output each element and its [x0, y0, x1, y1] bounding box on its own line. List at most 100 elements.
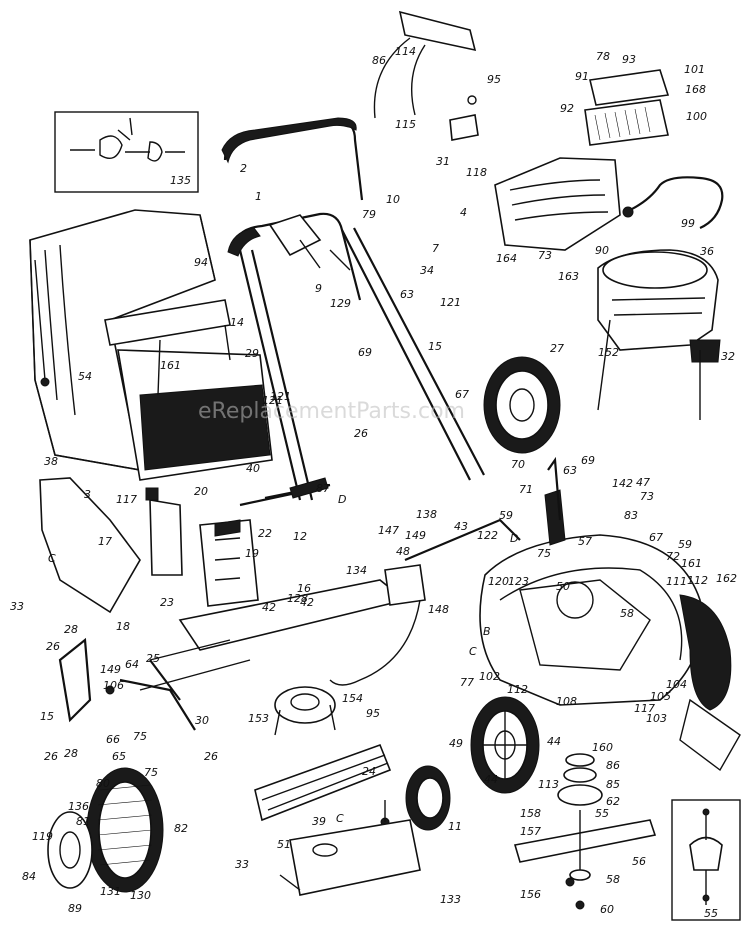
- callout-106: 106: [103, 679, 124, 692]
- callout-56: 56: [632, 855, 646, 868]
- throttle-cable: [329, 599, 421, 686]
- front-axle: [139, 518, 521, 691]
- callout-121: 121: [262, 394, 283, 407]
- callout-63: 63: [563, 464, 577, 477]
- callout-24: 24: [362, 765, 376, 778]
- inset-box-135: [54, 111, 199, 193]
- callout-26: 26: [354, 427, 368, 440]
- callout-11: 11: [448, 820, 462, 833]
- callout-20: 20: [194, 485, 208, 498]
- callout-117: 117: [116, 493, 137, 506]
- callout-75: 75: [144, 766, 158, 779]
- callout-16: 16: [297, 582, 311, 595]
- callout-47: 47: [636, 476, 650, 489]
- callout-69: 69: [358, 346, 372, 359]
- callout-67: 67: [649, 531, 663, 544]
- callout-112: 112: [687, 574, 708, 587]
- callout-48: 48: [396, 545, 410, 558]
- handle: [221, 117, 485, 501]
- callout-111: 111: [666, 575, 687, 588]
- front-wheel-left: [47, 767, 164, 893]
- callout-85: 85: [606, 778, 620, 791]
- callout-73: 73: [538, 249, 552, 262]
- callout-117: 117: [634, 702, 655, 715]
- callout-9: 9: [315, 282, 322, 295]
- callout-118: 118: [466, 166, 487, 179]
- callout-4: 4: [460, 206, 467, 219]
- callout-130: 130: [130, 889, 151, 902]
- left-linkage: [58, 637, 196, 731]
- callout-101: 101: [684, 63, 705, 76]
- callout-154: 154: [342, 692, 363, 705]
- callout-55: 55: [704, 907, 718, 920]
- callout-1: 1: [255, 190, 262, 203]
- callout-33: 33: [10, 600, 24, 613]
- callout-149: 149: [405, 529, 426, 542]
- callout-3: 3: [84, 488, 91, 501]
- callout-d: D: [510, 532, 518, 545]
- callout-71: 71: [519, 483, 533, 496]
- callout-100: 100: [686, 110, 707, 123]
- callout-95: 95: [487, 73, 501, 86]
- pulley: [274, 686, 336, 736]
- callout-86: 86: [372, 54, 386, 67]
- callout-43: 43: [454, 520, 468, 533]
- callout-112: 112: [507, 683, 528, 696]
- callout-c: C: [469, 645, 477, 658]
- callout-93: 93: [622, 53, 636, 66]
- callout-84: 84: [22, 870, 36, 883]
- callout-152: 152: [598, 346, 619, 359]
- callout-49: 49: [449, 737, 463, 750]
- callout-163: 163: [558, 270, 579, 283]
- callout-77: 77: [460, 676, 474, 689]
- callout-59: 59: [499, 509, 513, 522]
- callout-113: 113: [538, 778, 559, 791]
- callout-70: 70: [511, 458, 525, 471]
- callout-92: 92: [560, 102, 574, 115]
- hubcap: [405, 765, 451, 831]
- callout-91: 91: [575, 70, 589, 83]
- lever-bracket: [199, 477, 331, 607]
- callout-108: 108: [556, 695, 577, 708]
- callout-28: 28: [64, 747, 78, 760]
- callout-62: 62: [606, 795, 620, 808]
- callout-123: 123: [508, 575, 529, 588]
- drawings: [29, 10, 741, 921]
- callout-122: 122: [477, 529, 498, 542]
- callout-86: 86: [606, 759, 620, 772]
- callout-67: 67: [455, 388, 469, 401]
- spark-wire: [622, 176, 724, 230]
- callout-15: 15: [40, 710, 54, 723]
- callout-b: B: [483, 625, 491, 638]
- callout-44: 44: [484, 773, 498, 786]
- callout-28: 28: [64, 623, 78, 636]
- callout-19: 19: [245, 547, 259, 560]
- callout-34: 34: [420, 264, 434, 277]
- callout-75: 75: [537, 547, 551, 560]
- wheel-upper: [483, 356, 561, 454]
- callout-66: 66: [106, 733, 120, 746]
- callout-168: 168: [685, 83, 706, 96]
- callout-69: 69: [581, 454, 595, 467]
- callout-120: 120: [488, 575, 509, 588]
- callout-114: 114: [395, 45, 416, 58]
- callout-160: 160: [592, 741, 613, 754]
- callout-58: 58: [606, 873, 620, 886]
- callout-2: 2: [240, 162, 247, 175]
- callout-148: 148: [428, 603, 449, 616]
- callout-135: 135: [170, 174, 191, 187]
- callout-105: 105: [650, 690, 671, 703]
- callout-39: 39: [312, 815, 326, 828]
- callout-138: 138: [416, 508, 437, 521]
- callout-158: 158: [520, 807, 541, 820]
- callout-131: 131: [100, 885, 121, 898]
- callout-161: 161: [160, 359, 181, 372]
- callout-59: 59: [678, 538, 692, 551]
- callout-102: 102: [479, 670, 500, 683]
- callout-23: 23: [160, 596, 174, 609]
- callout-80: 80: [96, 777, 110, 790]
- callout-121: 121: [270, 390, 291, 403]
- callout-142: 142: [612, 477, 633, 490]
- callout-31: 31: [436, 155, 450, 168]
- muffler-deflector: [494, 157, 621, 251]
